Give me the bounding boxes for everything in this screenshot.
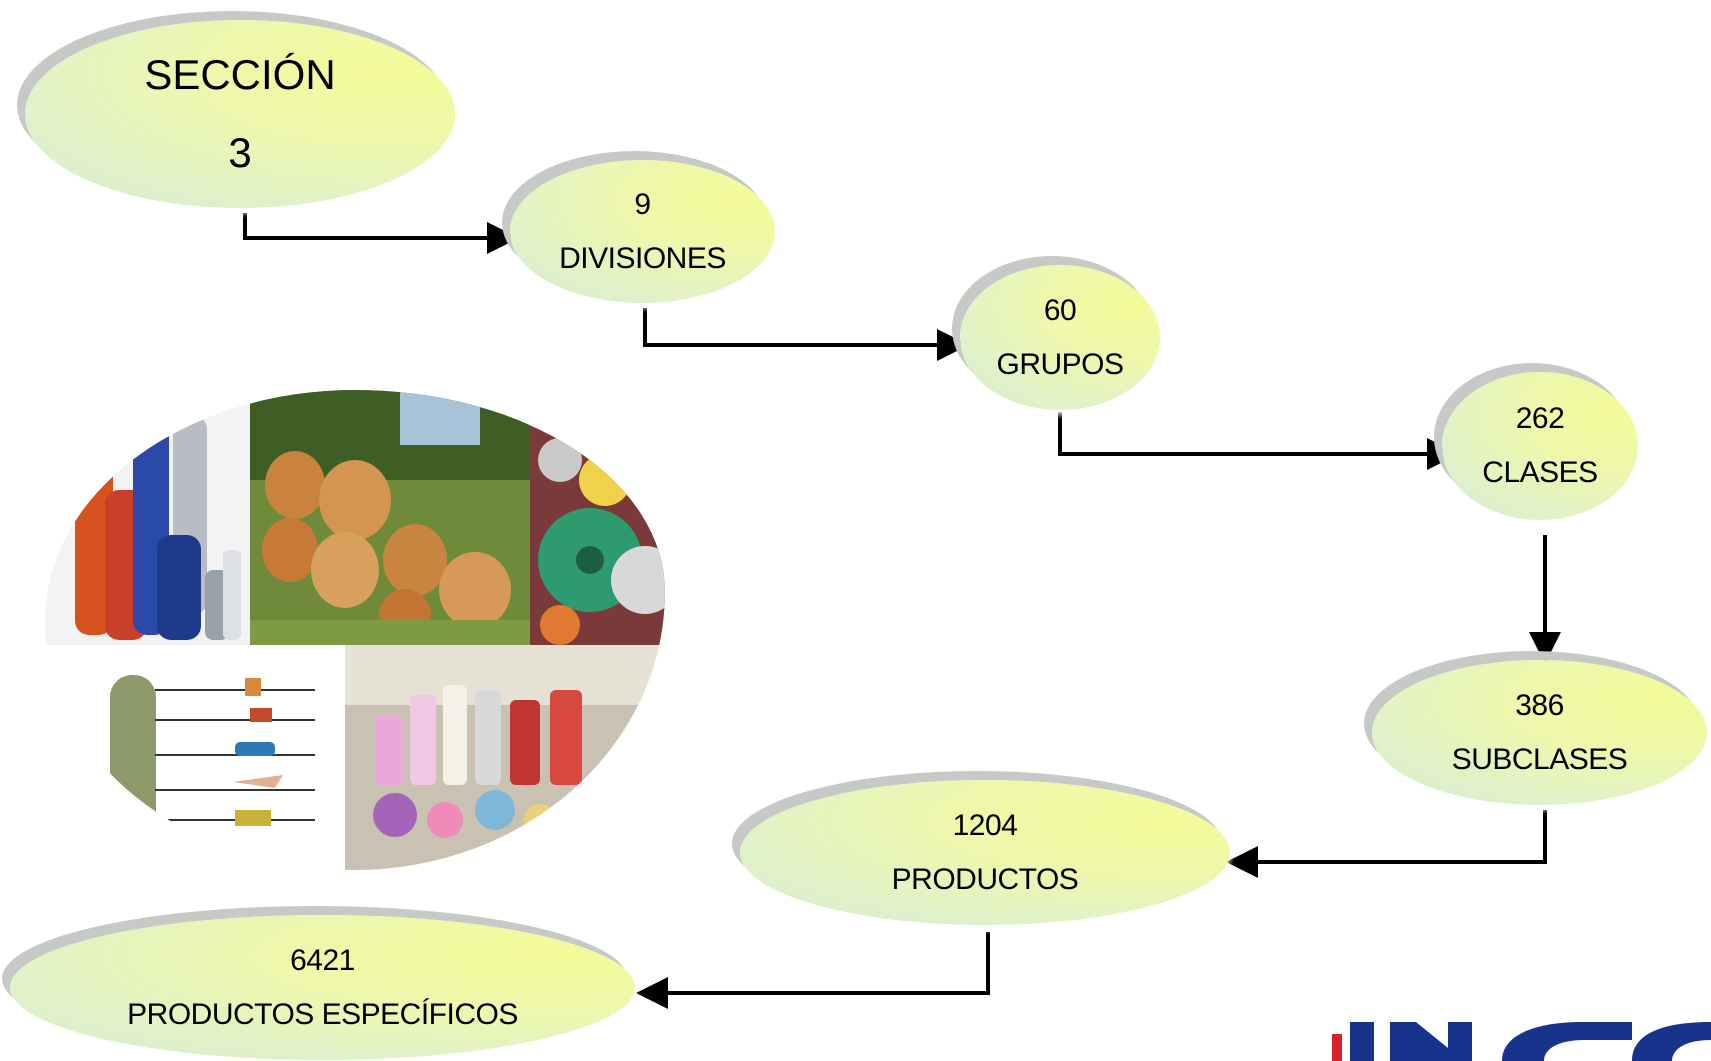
node-clases-count: 262	[1515, 402, 1565, 435]
node-clases: 262 CLASES	[1442, 372, 1638, 520]
node-clases-label: CLASES	[1482, 456, 1598, 489]
node-grupos-count: 60	[1043, 293, 1077, 327]
node-productos: 1204 PRODUCTOS	[740, 780, 1230, 925]
arrow-productos-to-especificos	[636, 932, 990, 1009]
node-subclases: 386 SUBCLASES	[1372, 660, 1707, 805]
node-grupos: 60 GRUPOS	[960, 265, 1160, 410]
arrow-divisiones-to-grupos	[643, 308, 969, 361]
photo-collage	[45, 390, 665, 870]
node-grupos-label: GRUPOS	[996, 347, 1124, 381]
node-subclases-count: 386	[1515, 688, 1564, 722]
node-productos-especificos-label: PRODUCTOS ESPECÍFICOS	[127, 997, 518, 1031]
arrow-grupos-to-clases	[1058, 412, 1459, 470]
node-productos-especificos: 6421 PRODUCTOS ESPECÍFICOS	[10, 915, 635, 1060]
node-productos-count: 1204	[952, 808, 1018, 842]
timber-logs-image	[250, 390, 530, 645]
node-productos-especificos-count: 6421	[290, 943, 355, 977]
node-productos-label: PRODUCTOS	[891, 862, 1079, 896]
node-divisiones: 9 DIVISIONES	[510, 160, 775, 303]
node-divisiones-label: DIVISIONES	[559, 241, 726, 275]
arrow-seccion-to-divisiones	[243, 213, 519, 254]
node-divisiones-count: 9	[634, 187, 651, 221]
arrow-subclases-to-productos	[1226, 810, 1547, 878]
institution-logo	[1332, 1022, 1711, 1061]
node-seccion-label: SECCIÓN	[144, 51, 336, 98]
node-seccion-count: 3	[228, 129, 252, 176]
node-seccion: SECCIÓN 3	[25, 20, 455, 208]
node-subclases-label: SUBCLASES	[1451, 742, 1628, 776]
